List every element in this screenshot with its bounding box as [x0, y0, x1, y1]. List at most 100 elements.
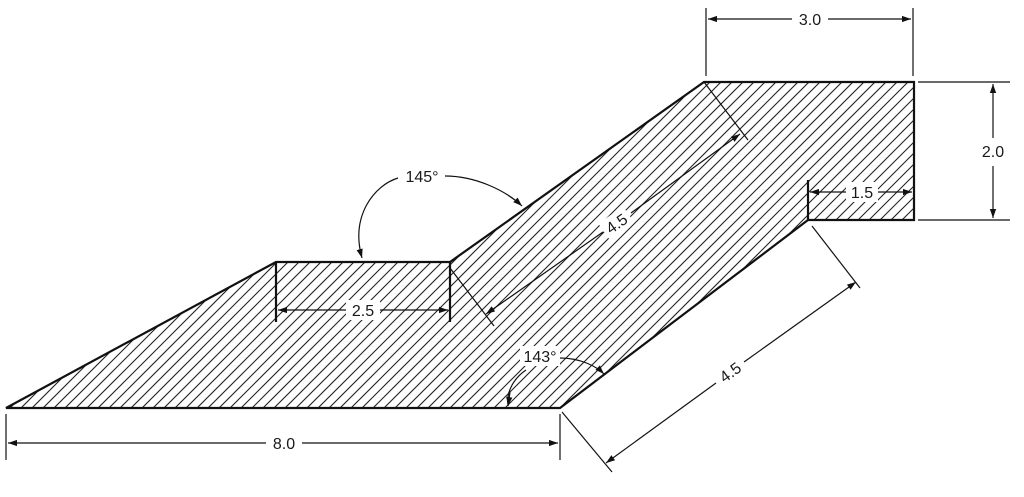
- hatch-line: [698, 82, 914, 408]
- hatch-line: [6, 82, 23, 408]
- hatch-line: [588, 82, 914, 408]
- hatch-line: [71, 82, 573, 408]
- label-outer-slope: 4.5: [717, 360, 745, 387]
- hatch-line: [566, 82, 914, 408]
- dim-top-angle: 145°: [356, 169, 523, 259]
- hatch-line: [269, 82, 771, 408]
- hatch-line: [6, 82, 507, 408]
- dim-bottom-angle: 143°: [506, 346, 605, 407]
- hatch-line: [775, 82, 914, 408]
- hatch-line: [6, 82, 419, 408]
- hatch-line: [6, 82, 342, 408]
- hatch-line: [632, 82, 914, 408]
- hatch-line: [687, 82, 914, 408]
- hatch-line: [6, 82, 397, 408]
- hatch-line: [401, 82, 903, 408]
- hatch-line: [6, 82, 430, 408]
- hatch-line: [610, 82, 914, 408]
- label-bottom-angle: 143°: [523, 349, 556, 366]
- hatch-line: [6, 82, 309, 408]
- hatch-line: [6, 82, 375, 408]
- dim-pocket-width: 2.5: [278, 300, 448, 320]
- hatch-line: [214, 82, 716, 408]
- hatch-line: [6, 82, 463, 408]
- hatch-line: [500, 82, 914, 408]
- hatch-line: [236, 82, 738, 408]
- hatch-line: [170, 82, 672, 408]
- hatch-line: [6, 82, 353, 408]
- hatch-line: [225, 82, 727, 408]
- hatch-line: [6, 82, 474, 408]
- hatch-line: [6, 82, 320, 408]
- hatch-line: [930, 0, 1024, 492]
- hatch-line: [6, 82, 122, 408]
- hatch-line: [6, 82, 177, 408]
- hatch-line: [445, 82, 914, 408]
- hatch-line: [126, 82, 628, 408]
- hatch-line: [6, 82, 34, 408]
- hatch-line: [6, 82, 364, 408]
- hatch-line: [6, 82, 232, 408]
- hatch-line: [104, 82, 606, 408]
- hatch-line: [379, 82, 881, 408]
- hatch-line: [742, 82, 914, 408]
- hatch-line: [27, 82, 529, 408]
- hatch-line: [467, 82, 914, 408]
- hatch-line: [786, 82, 914, 408]
- hatch-line: [544, 82, 914, 408]
- hatch-line: [841, 82, 914, 408]
- hatch-line: [555, 82, 914, 408]
- hatch-line: [963, 0, 1024, 492]
- dim-right-height: 2.0: [918, 81, 1010, 221]
- hatch-line: [60, 82, 562, 408]
- hatch-line: [852, 82, 914, 408]
- hatch-line: [137, 82, 639, 408]
- hatch-line: [808, 82, 914, 408]
- hatch-line: [6, 82, 441, 408]
- hatch-line: [797, 82, 914, 408]
- hatch-line: [6, 82, 265, 408]
- hatch-line: [291, 82, 793, 408]
- hatch-line: [676, 82, 914, 408]
- dim-notch-depth: 1.5: [810, 182, 912, 202]
- hatch-line: [49, 82, 551, 408]
- hatch-line: [6, 82, 133, 408]
- hatch-line: [6, 82, 56, 408]
- hatch-line: [6, 82, 199, 408]
- hatch-line: [6, 82, 166, 408]
- hatch-line: [6, 82, 111, 408]
- hatch-line: [6, 82, 243, 408]
- hatch-line: [313, 82, 815, 408]
- hatch-line: [434, 82, 914, 408]
- hatch-line: [919, 0, 1024, 492]
- hatch-line: [346, 82, 848, 408]
- hatch-line: [478, 82, 914, 408]
- hatch-line: [6, 82, 276, 408]
- part-outline: [5, 80, 916, 410]
- label-top-width: 3.0: [799, 12, 821, 29]
- hatch-line: [985, 0, 1024, 492]
- hatch-line: [709, 82, 914, 408]
- hatch-line: [6, 82, 287, 408]
- hatch-line: [148, 82, 650, 408]
- hatch-line: [952, 0, 1024, 492]
- hatch-line: [16, 82, 518, 408]
- hatch-line: [1007, 0, 1024, 492]
- hatch-line: [511, 82, 914, 408]
- hatch-line: [6, 82, 496, 408]
- hatch-line: [863, 82, 914, 408]
- hatch-line: [941, 0, 1024, 492]
- hatch-line: [819, 82, 914, 408]
- hatch-line: [6, 82, 331, 408]
- hatch-line: [82, 82, 584, 408]
- hatch-line: [974, 0, 1024, 492]
- hatch-line: [181, 82, 683, 408]
- hatch-line: [6, 82, 452, 408]
- hatch-line: [1018, 0, 1024, 492]
- hatch-line: [6, 82, 100, 408]
- hatch-line: [6, 82, 386, 408]
- hatch-line: [335, 82, 837, 408]
- label-bottom-length: 8.0: [273, 436, 295, 453]
